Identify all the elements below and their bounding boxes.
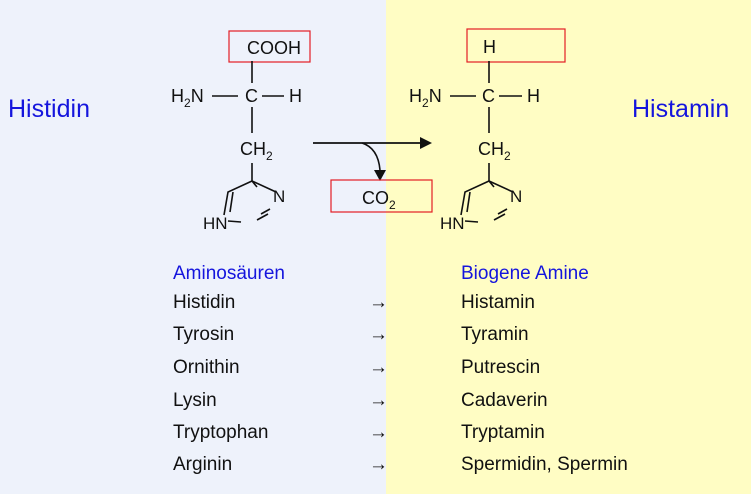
hydrogen-highlight-box [466, 28, 566, 63]
amino-acid-cell: Ornithin [173, 357, 240, 378]
arrow-cell: → [369, 390, 388, 411]
imidazole-ring [223, 180, 277, 223]
product-imidazole-ring [460, 180, 514, 223]
product-ring-nh: HN [440, 214, 465, 233]
table-row: Tryptophan → Tryptamin [0, 422, 751, 454]
reaction-scheme: COOH H2N C H CH2 N HN CO2 H H2N [171, 28, 566, 233]
amine-cell: Tyramin [461, 324, 529, 345]
histidine-structure: COOH H2N C H CH2 N HN [171, 30, 311, 233]
co2-label: CO2 [362, 188, 396, 212]
reaction-arrow [313, 137, 432, 181]
amino-acid-cell: Histidin [173, 292, 236, 313]
ring-nitrogen: N [273, 187, 285, 206]
product-hydrogen: H [527, 86, 540, 106]
amino-acid-cell: Tyrosin [173, 324, 235, 345]
table-row: Lysin → Cadaverin [0, 390, 751, 422]
arrow-cell: → [369, 357, 388, 378]
table-row: Histidin → Histamin [0, 292, 751, 324]
co2-highlight-box [330, 179, 433, 213]
product-methylene-group: CH2 [478, 139, 511, 163]
table-row: Ornithin → Putrescin [0, 357, 751, 389]
amino-group: H2N [171, 86, 204, 110]
product-amino-group: H2N [409, 86, 442, 110]
amine-cell: Histamin [461, 292, 535, 313]
table-row: Tyrosin → Tyramin [0, 324, 751, 356]
arrow-cell: → [369, 292, 388, 313]
reactant-name: Histidin [8, 95, 90, 123]
product-ring-nitrogen: N [510, 187, 522, 206]
histamine-structure: H H2N C H CH2 N HN [409, 28, 566, 233]
alpha-carbon: C [245, 86, 258, 106]
table-row: Arginin → Spermidin, Spermin [0, 454, 751, 486]
ring-nh: HN [203, 214, 228, 233]
arrow-cell: → [369, 454, 388, 475]
replacing-hydrogen: H [483, 37, 496, 57]
product-carbon: C [482, 86, 495, 106]
amine-cell: Cadaverin [461, 390, 548, 411]
amino-acids-header: Aminosäuren [173, 263, 285, 284]
arrow-cell: → [369, 324, 388, 345]
product-name: Histamin [632, 95, 730, 123]
amine-cell: Spermidin, Spermin [461, 454, 628, 475]
carbon-dioxide-byproduct: CO2 [330, 179, 433, 213]
amine-cell: Putrescin [461, 357, 541, 378]
amino-acid-cell: Arginin [173, 454, 233, 475]
alpha-hydrogen: H [289, 86, 302, 106]
amino-acid-panel [0, 0, 386, 494]
methylene-group: CH2 [240, 139, 273, 163]
amino-acid-cell: Tryptophan [173, 422, 269, 443]
biogenic-amine-panel [386, 0, 751, 494]
arrow-cell: → [369, 422, 388, 443]
cooh-highlight-box [228, 30, 311, 63]
cooh-label: COOH [247, 38, 301, 58]
biogenic-amines-header: Biogene Amine [461, 263, 589, 284]
amino-acid-cell: Lysin [173, 390, 217, 411]
amine-cell: Tryptamin [461, 422, 545, 443]
